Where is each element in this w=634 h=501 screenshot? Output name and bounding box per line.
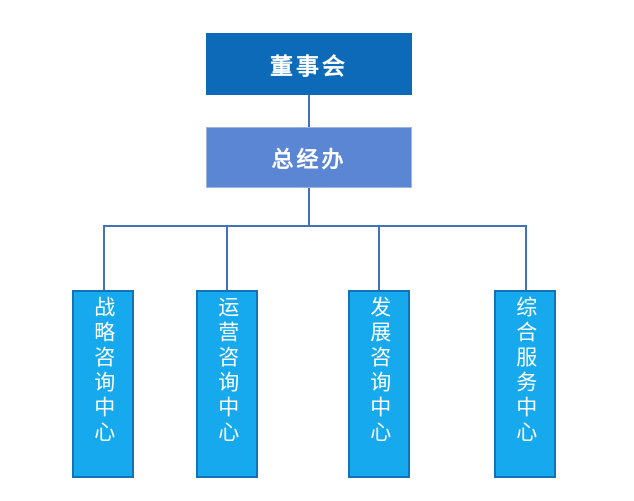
node-operations-consulting-center-label: 运营咨询中心	[215, 296, 239, 446]
connector-drop-development-consulting-center	[378, 225, 380, 290]
connector-horizontal-bus	[103, 225, 527, 227]
node-operations-consulting-center[interactable]: 运营咨询中心	[196, 290, 258, 478]
node-comprehensive-service-center-label: 综合服务中心	[513, 296, 537, 446]
node-strategy-consulting-center-label: 战略咨询中心	[91, 296, 115, 446]
node-board-label: 董事会	[270, 53, 348, 79]
node-gm-office[interactable]: 总经办	[206, 127, 412, 188]
connector-drop-comprehensive-service-center	[525, 225, 527, 290]
node-strategy-consulting-center[interactable]: 战略咨询中心	[72, 290, 134, 478]
node-development-consulting-center-label: 发展咨询中心	[367, 296, 391, 446]
connector-gm-office-to-bus	[308, 188, 310, 227]
node-development-consulting-center[interactable]: 发展咨询中心	[348, 290, 410, 478]
connector-drop-operations-consulting-center	[226, 225, 228, 290]
node-gm-office-label: 总经办	[271, 146, 347, 172]
node-comprehensive-service-center[interactable]: 综合服务中心	[494, 290, 556, 478]
connector-drop-strategy-consulting-center	[103, 225, 105, 290]
node-board[interactable]: 董事会	[206, 33, 412, 95]
connector-board-to-gm-office	[308, 95, 310, 127]
